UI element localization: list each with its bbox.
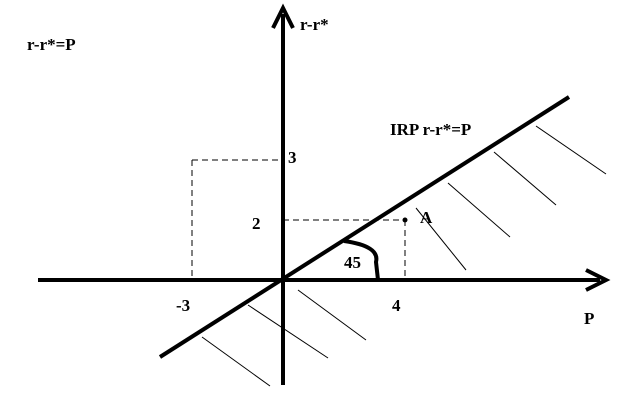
angle-arc: [343, 239, 380, 281]
x-axis-label: P: [584, 309, 594, 328]
tick-label-y-3: 3: [288, 148, 297, 167]
point-a-label: A: [420, 208, 433, 227]
point-a-marker: [402, 217, 408, 223]
hatch-region-upper: [415, 125, 607, 271]
y-axis-arrowhead: [271, 3, 295, 29]
tick-label-x-neg3: -3: [176, 296, 190, 315]
top-left-equation: r-r*=P: [27, 35, 76, 54]
y-axis-label: r-r*: [300, 15, 329, 34]
hatch-region-lower: [201, 289, 367, 387]
tick-label-x-4: 4: [392, 296, 401, 315]
angle-label: 45: [344, 253, 361, 272]
x-axis-arrowhead: [585, 268, 611, 292]
dashed-guides: [191, 159, 406, 280]
irp-line: [158, 95, 571, 359]
irp-line-label: IRP r-r*=P: [390, 120, 471, 139]
tick-label-y-2: 2: [252, 214, 261, 233]
